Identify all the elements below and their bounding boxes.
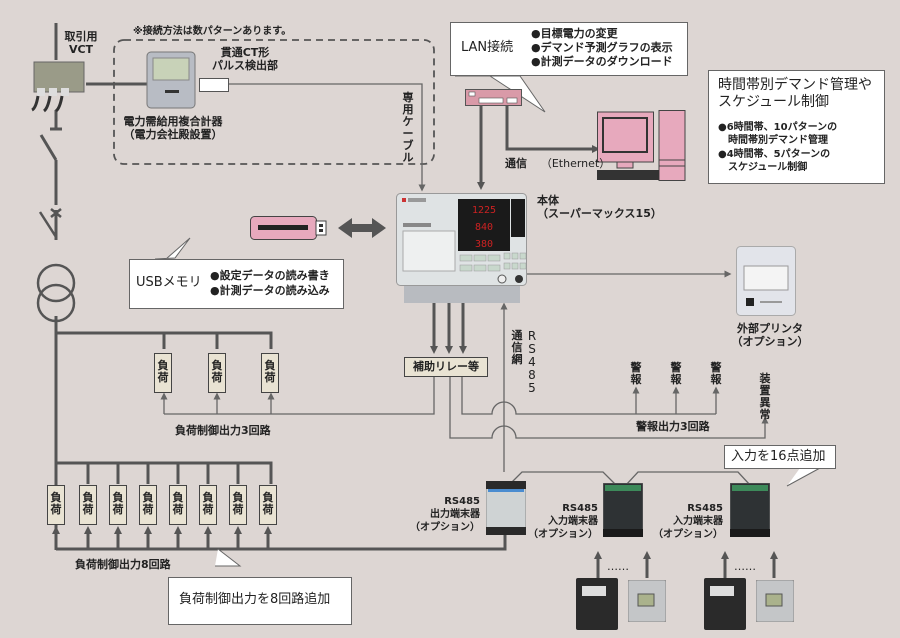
breaker-symbol [38,208,62,238]
load-box: 負荷 [229,485,247,525]
lan-hub [465,89,522,106]
lan-item: ●計測データのダウンロード [531,55,673,68]
load-box: 負荷 [47,485,65,525]
transformer-symbol [36,263,76,323]
lan-item: ●デマンド予測グラフの表示 [531,41,673,54]
add-16-callout: 入力を16点追加 [724,445,836,469]
lan-item: ●目標電力の変更 [531,27,618,40]
ct-pulse-label: 貫通CT形 パルス検出部 [212,46,278,72]
vct-label: 取引用 VCT [64,30,98,56]
rs485-label: RS485 [527,329,537,395]
alarm-label: 警報 [670,361,682,386]
vct-transformer [30,58,88,113]
load-control-3-label: 負荷制御出力3回路 [175,424,271,437]
device-fault-label: 装置異常 [759,372,771,421]
schedule-box: 時間帯別デマンド管理や スケジュール制御 ●6時間帯、10パターンの 時間帯別デ… [708,70,885,184]
display-value-3: 380 [475,239,493,250]
input-meter-black [576,578,618,630]
ct-pulse-detector [199,78,229,92]
load-box: 負荷 [259,485,277,525]
alarm-label: 警報 [630,361,642,386]
display-value-2: 840 [475,222,493,233]
rs485-input-terminal [729,482,771,538]
terminal-label: RS485 入力端末器 （オプション） [653,503,723,540]
auxiliary-relay: 補助リレー等 [404,357,488,377]
lan-callout: LAN接続 ●目標電力の変更 ●デマンド予測グラフの表示 ●計測データのダウンロ… [450,22,688,76]
load-box: 負荷 [169,485,187,525]
power-meter [145,50,197,110]
load-box: 負荷 [199,485,217,525]
terminal-label: RS485 出力端末器 （オプション） [410,496,480,533]
connection-note: ※接続方法は数パターンあります。 [133,26,292,37]
add-8-callout: 負荷制御出力を8回路追加 [168,577,352,625]
rs485-input-terminal [602,482,644,538]
input-meter-black [704,578,746,630]
input-dots: …… [607,560,629,573]
add-8-text: 負荷制御出力を8回路追加 [179,592,331,607]
main-unit-label: 本体 （スーパーマックス15） [537,194,662,220]
meter-label: 電力需給用複合計器 （電力会社殿設置） [123,115,223,141]
input-meter-grey [627,579,667,623]
terminal-label: RS485 入力端末器 （オプション） [528,503,598,540]
display-value-1: 1225 [472,205,496,216]
load-box: 負荷 [208,353,226,393]
ethernet-label: 通信 （Ethernet） [505,157,611,170]
alarm-label: 警報 [710,361,722,386]
main-unit-supermax15: 1225 840 380 [396,193,528,305]
load-box: 負荷 [79,485,97,525]
alarm-output-label: 警報出力3回路 [636,420,710,433]
usb-memory [250,216,328,240]
schedule-item: スケジュール制御 [718,162,808,173]
rs485-network-label: 通信網 [511,329,523,366]
lan-title: LAN接続 [461,40,514,55]
rs485-output-terminal [485,480,527,536]
usb-item: ●計測データの読み込み [210,284,330,297]
usb-title: USBメモリ [136,275,202,290]
load-box: 負荷 [139,485,157,525]
load-box: 負荷 [261,353,279,393]
load-box: 負荷 [109,485,127,525]
schedule-title: 時間帯別デマンド管理や [718,77,872,93]
cable-label: 専用ケーブル [402,91,414,164]
schedule-item: ●4時間帯、5パターンの [718,149,831,160]
add-16-text: 入力を16点追加 [731,449,826,464]
schedule-title: スケジュール制御 [718,94,830,110]
input-meter-grey [755,579,795,623]
input-dots: …… [734,560,756,573]
external-printer [736,246,796,316]
connection-pattern-region [113,39,435,165]
usb-double-arrow [338,218,386,238]
load-control-8-label: 負荷制御出力8回路 [75,558,171,571]
pc-computer [597,110,687,182]
printer-label: 外部プリンタ （オプション） [731,322,809,348]
usb-callout: USBメモリ ●設定データの読み書き ●計測データの読み込み [129,259,344,309]
schedule-item: ●6時間帯、10パターンの [718,122,838,133]
usb-item: ●設定データの読み書き [210,269,330,282]
load-box: 負荷 [154,353,172,393]
schedule-item: 時間帯別デマンド管理 [718,135,828,146]
